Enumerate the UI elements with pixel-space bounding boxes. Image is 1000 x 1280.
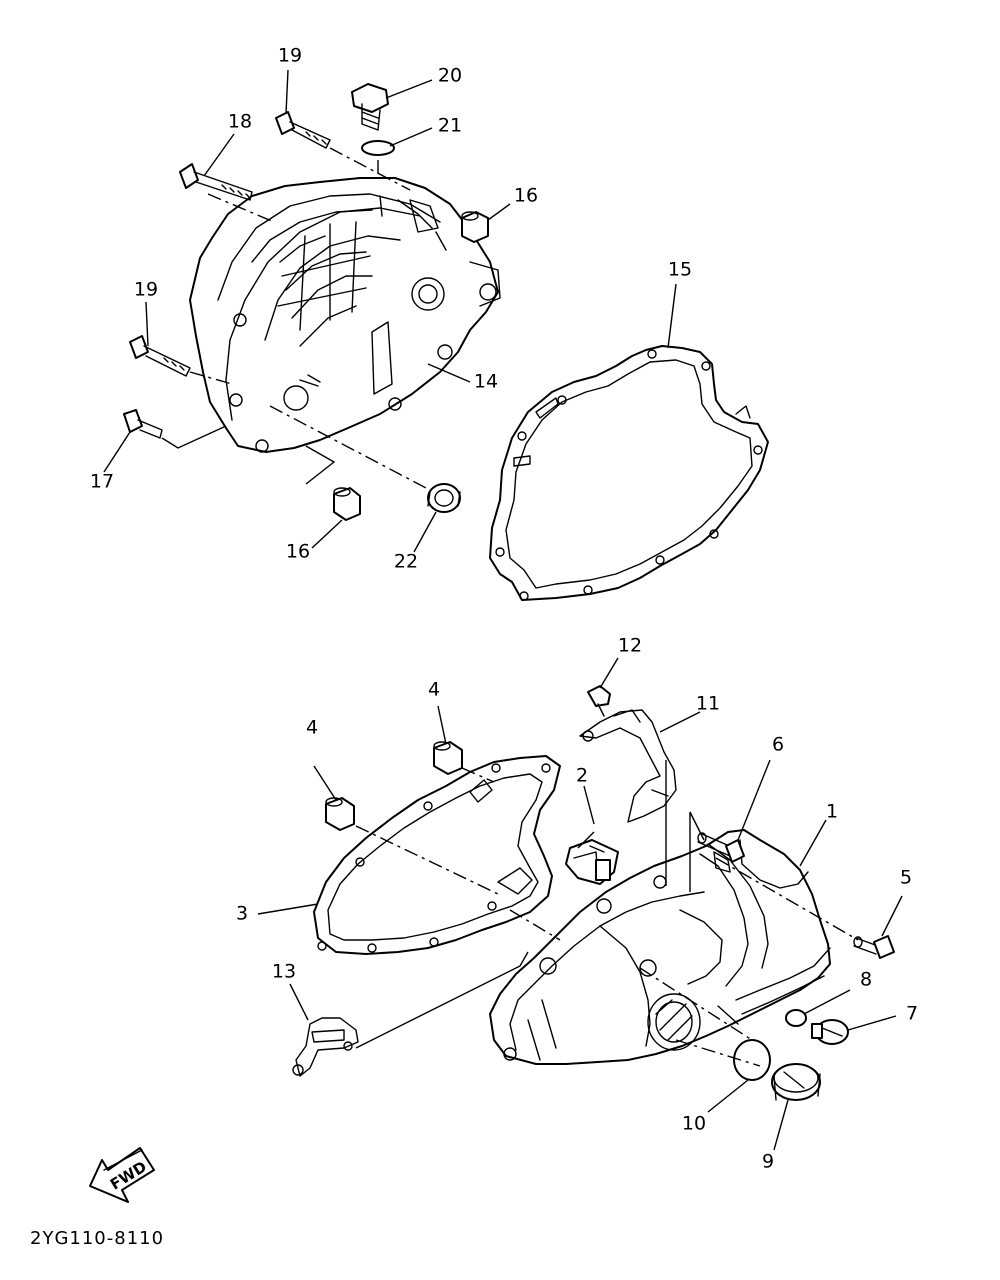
bolt-19-left — [129, 335, 191, 377]
callout-4-lower: 4 — [306, 717, 318, 739]
screw-12 — [587, 685, 611, 717]
callout-6: 6 — [772, 734, 784, 756]
centerline-lower-a — [355, 825, 499, 895]
callout-10: 10 — [682, 1113, 706, 1135]
o-ring-21 — [361, 140, 395, 156]
callout-5: 5 — [900, 867, 912, 889]
centerline-lower-b — [461, 767, 495, 783]
callout-4-upper: 4 — [428, 679, 440, 701]
callout-15: 15 — [668, 259, 692, 281]
callout-13: 13 — [272, 961, 296, 983]
leader-lower-h — [689, 811, 705, 892]
plug-7 — [811, 1019, 849, 1045]
dowel-16-bottom — [333, 487, 361, 521]
callout-14: 14 — [474, 371, 498, 393]
dowel-4-lower — [325, 797, 355, 831]
filler-plug-20 — [351, 83, 389, 131]
callout-12: 12 — [618, 635, 642, 657]
bolt-17 — [123, 409, 163, 439]
callout-9: 9 — [762, 1151, 774, 1173]
oil-seal-22 — [427, 483, 461, 513]
callout-3: 3 — [236, 903, 248, 925]
cap-9 — [771, 1063, 821, 1101]
callout-1: 1 — [826, 801, 838, 823]
centerline-upper-g — [305, 445, 336, 485]
callout-20: 20 — [438, 65, 462, 87]
gasket-upper — [489, 345, 769, 601]
callout-21: 21 — [438, 115, 462, 137]
centerline-lower-e — [715, 857, 859, 941]
callout-8: 8 — [860, 969, 872, 991]
dowel-16-top — [461, 211, 489, 243]
centerline-upper-a — [207, 193, 275, 223]
bolt-6 — [697, 832, 745, 863]
callout-16-top: 16 — [514, 185, 538, 207]
bolt-5 — [853, 935, 895, 959]
bracket-13 — [292, 1017, 359, 1077]
centerline-upper-f — [161, 425, 227, 449]
crankcase-cover-clutch — [189, 177, 501, 453]
bolt-18 — [179, 163, 253, 201]
crankcase-cover-generator — [489, 829, 831, 1065]
callout-22: 22 — [394, 551, 418, 573]
o-ring-8 — [785, 1009, 807, 1027]
centerline-upper-e — [269, 405, 427, 489]
bolt-19-top — [275, 111, 331, 149]
callout-16-bottom: 16 — [286, 541, 310, 563]
callout-19-top: 19 — [278, 45, 302, 67]
bracket-11 — [579, 709, 677, 823]
leader-lower-g — [355, 951, 529, 1049]
callout-17: 17 — [90, 471, 114, 493]
dowel-4-upper — [433, 741, 463, 775]
callout-11: 11 — [696, 693, 720, 715]
gasket-lower — [313, 755, 561, 955]
fwd-arrow-icon: FWD — [89, 1147, 155, 1203]
callout-19-left: 19 — [134, 279, 158, 301]
centerline-lower-d — [639, 967, 753, 1041]
centerline-lower-c — [509, 909, 561, 941]
leader-lower-j — [577, 831, 595, 849]
fwd-label: FWD — [107, 1158, 150, 1194]
leader-lines — [103, 69, 903, 1151]
o-ring-10 — [733, 1039, 771, 1081]
callout-18: 18 — [228, 111, 252, 133]
reference-code: 2YG110-8110 — [30, 1228, 164, 1249]
centerline-upper-d — [189, 371, 233, 385]
sensor-2 — [565, 839, 619, 885]
callout-2: 2 — [576, 765, 588, 787]
centerline-lower-f — [675, 1039, 761, 1067]
centerline-upper-b — [329, 147, 411, 191]
callout-7: 7 — [906, 1003, 918, 1025]
